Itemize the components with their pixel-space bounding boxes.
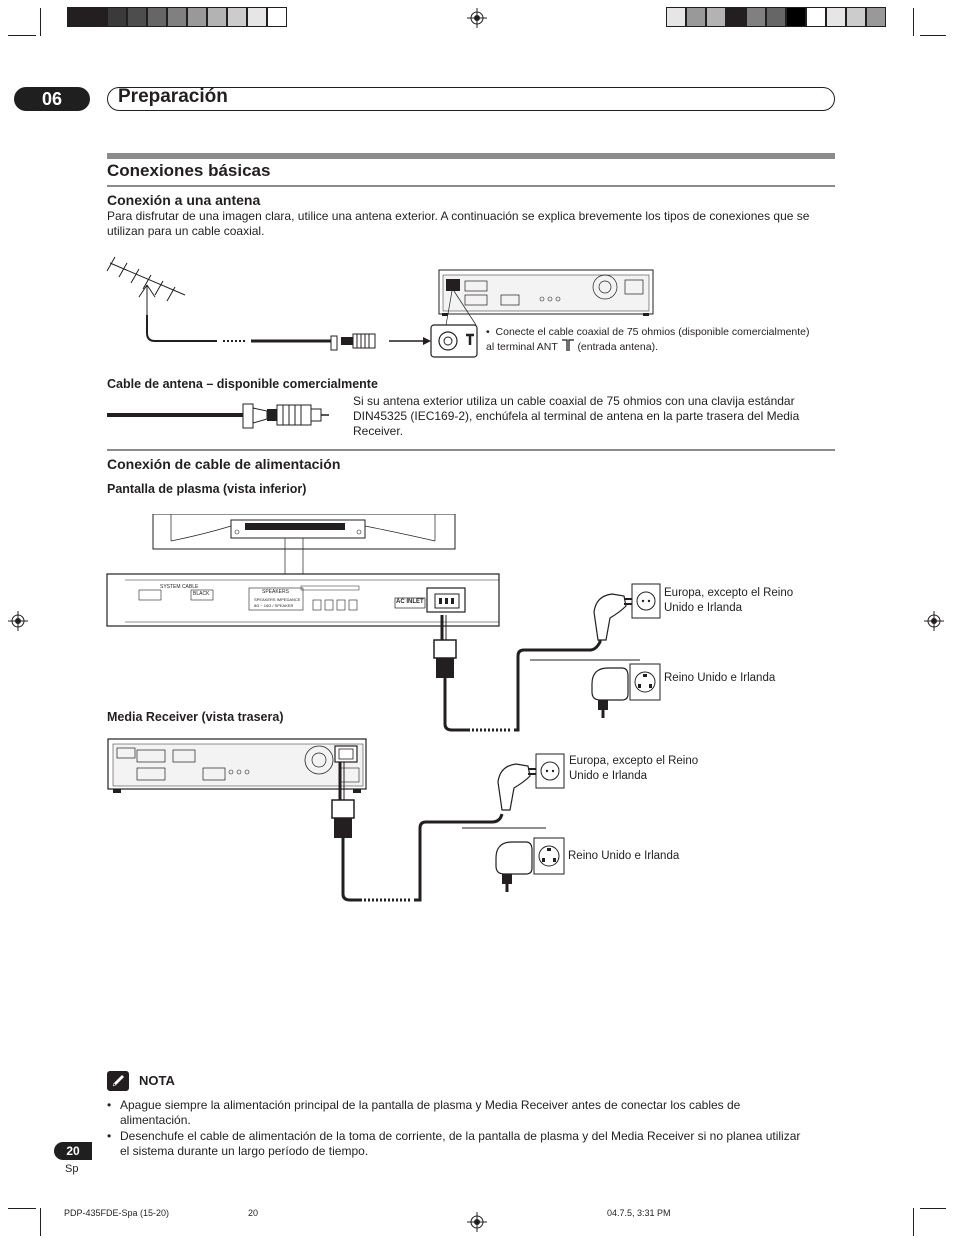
section-rule-bottom [107, 185, 835, 187]
color-swatch [746, 7, 766, 27]
ant-terminal-icon [561, 339, 574, 351]
color-swatch [107, 7, 127, 27]
footer-page: 20 [248, 1208, 259, 1218]
color-swatch [87, 7, 107, 27]
registration-mark-icon [924, 611, 944, 631]
note-item: Desenchufe el cable de alimentación de l… [107, 1129, 807, 1159]
power-heading: Conexión de cable de alimentación [107, 456, 341, 472]
color-swatch [207, 7, 227, 27]
uk-plug-socket-upper [591, 663, 661, 718]
coax-cable [146, 315, 217, 342]
crop-mark [40, 8, 41, 36]
eu-plug-socket-lower [497, 753, 565, 811]
color-swatch [846, 7, 866, 27]
antenna-bullet-text-1: Conecte el cable coaxial de 75 ohmios (d… [486, 326, 810, 353]
page-number: 20 [54, 1142, 92, 1160]
note-item: Apague siempre la alimentación principal… [107, 1098, 807, 1128]
page-language: Sp [65, 1163, 79, 1175]
cable-caption: Cable de antena – disponible comercialme… [107, 377, 378, 391]
registration-mark-icon [8, 611, 28, 631]
antenna-intro: Para disfrutar de una imagen clara, util… [107, 209, 810, 238]
color-swatch [67, 7, 87, 27]
color-swatch [726, 7, 746, 27]
color-swatch [167, 7, 187, 27]
color-bars-right [666, 7, 886, 27]
crop-mark [913, 8, 914, 36]
speakers-label: SPEAKERS [262, 589, 289, 595]
note-title: NOTA [139, 1073, 175, 1088]
antenna-heading: Conexión a una antena [107, 192, 261, 208]
speakers-impedance-label: SPEAKERS IMPEDANCE [254, 597, 301, 602]
color-swatch [806, 7, 826, 27]
plasma-power-cord [433, 615, 640, 732]
chapter-title: Preparación [118, 86, 228, 107]
color-swatch [147, 7, 167, 27]
crop-mark [8, 1208, 36, 1209]
color-swatch [686, 7, 706, 27]
chapter-frame [107, 87, 835, 111]
receiver-rear-diagram [107, 738, 367, 793]
plasma-caption: Pantalla de plasma (vista inferior) [107, 482, 307, 496]
color-swatch [187, 7, 207, 27]
plug-label-uk-upper: Reino Unido e Irlanda [664, 672, 776, 684]
antenna-bullet: • Conecte el cable coaxial de 75 ohmios … [486, 325, 816, 354]
crop-mark [920, 35, 946, 36]
color-swatch [227, 7, 247, 27]
antenna-cable-plug-icon [107, 403, 329, 429]
note-list: Apague siempre la alimentación principal… [107, 1098, 807, 1160]
system-cable-label: SYSTEM CABLE [160, 584, 199, 590]
section-title: Conexiones básicas [107, 161, 271, 180]
crop-mark [8, 35, 36, 36]
chapter-number: 06 [14, 87, 90, 111]
color-swatch [127, 7, 147, 27]
crop-mark [913, 1208, 914, 1236]
receiver-power-cord [331, 762, 546, 902]
uk-plug-socket-lower [495, 837, 565, 892]
antenna-bullet-text-2: (entrada antena). [577, 341, 658, 353]
antenna-diagram [106, 256, 654, 358]
note-pencil-icon [107, 1071, 129, 1091]
color-bars-left [67, 7, 287, 27]
plasma-bottom-diagram [106, 514, 500, 627]
footer-file: PDP-435FDE-Spa (15-20) [64, 1208, 170, 1218]
color-swatch [866, 7, 886, 27]
black-label: BLACK [193, 591, 210, 597]
color-swatch [826, 7, 846, 27]
registration-mark-icon [467, 1212, 487, 1232]
speakers-ohm-label: 8Ω ~ 16Ω / SPEAKER [254, 603, 294, 608]
receiver-caption: Media Receiver (vista trasera) [107, 710, 284, 724]
eu-plug-socket-upper [593, 583, 661, 641]
footer-date: 04.7.5, 3:31 PM [607, 1208, 671, 1218]
color-swatch [786, 7, 806, 27]
plug-label-uk-lower: Reino Unido e Irlanda [568, 850, 680, 862]
color-swatch [247, 7, 267, 27]
plug-label-eu-lower: Europa, excepto el Reino Unido e Irlanda [569, 755, 699, 782]
antenna-icon [106, 256, 186, 315]
color-swatch [666, 7, 686, 27]
cable-text: Si su antena exterior utiliza un cable c… [353, 394, 800, 438]
ac-inlet-label: AC INLET [396, 599, 424, 605]
color-swatch [706, 7, 726, 27]
power-rule [107, 449, 835, 451]
color-swatch [766, 7, 786, 27]
color-swatch [267, 7, 287, 27]
bullet-dot-icon: • [486, 326, 496, 338]
plug-label-eu-upper: Europa, excepto el Reino Unido e Irlanda [664, 587, 794, 614]
section-rule [107, 153, 835, 159]
crop-mark [920, 1208, 946, 1209]
crop-mark [40, 1208, 41, 1236]
registration-mark-icon [467, 8, 487, 28]
